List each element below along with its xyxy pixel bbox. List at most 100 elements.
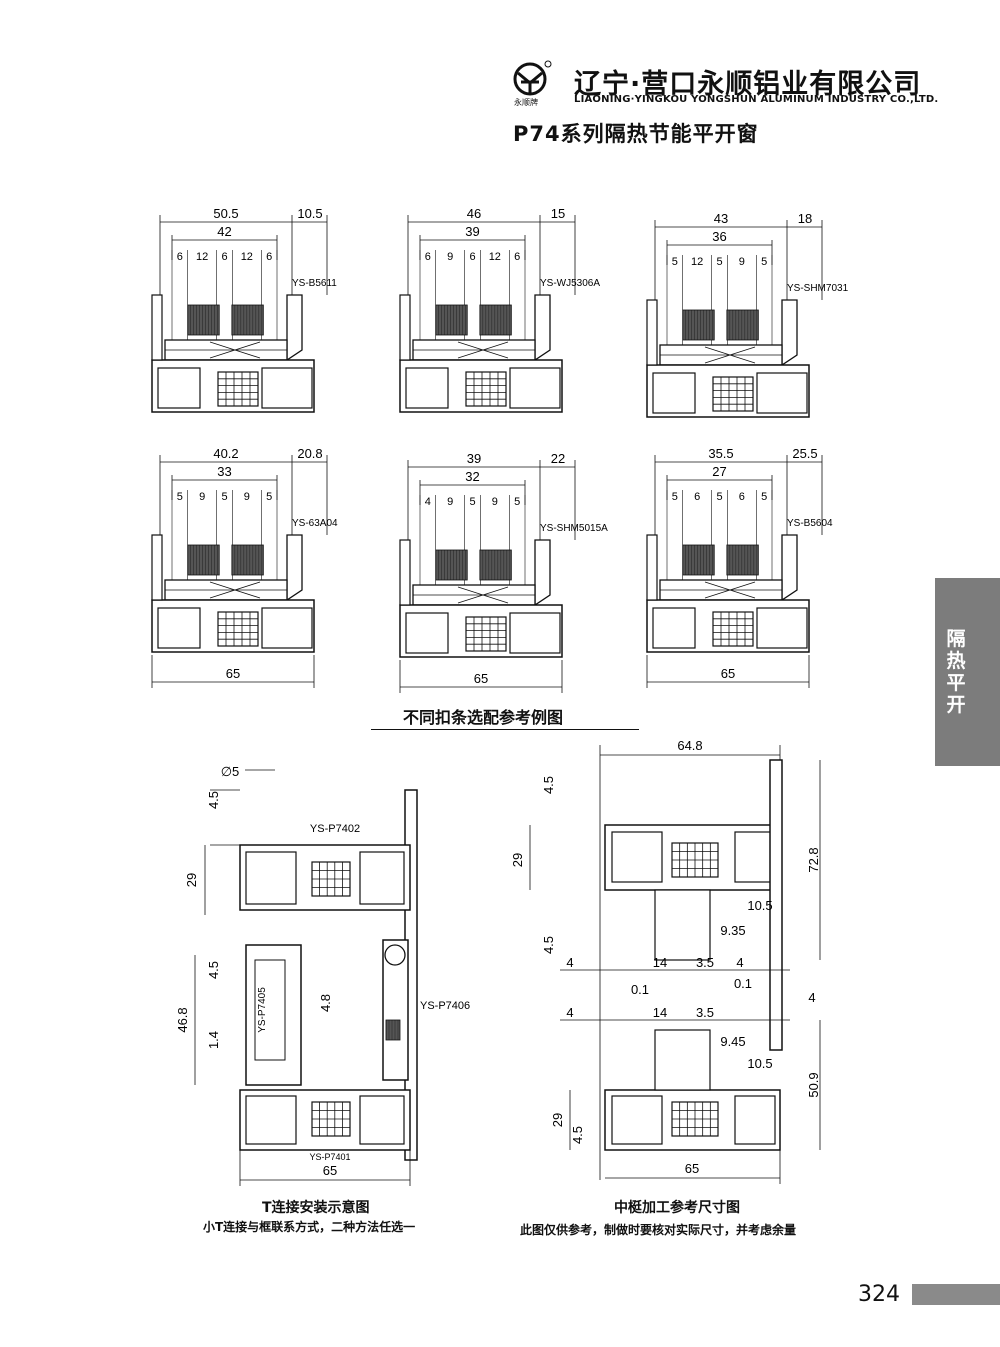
dim-9-45: 9.45 bbox=[720, 1034, 745, 1049]
gasket-cross bbox=[704, 581, 756, 599]
dim-inner: 33 bbox=[217, 464, 231, 479]
chamber bbox=[359, 851, 405, 905]
dim-glass-3: 6 bbox=[221, 251, 227, 263]
bead-code: YS-SHM5015A bbox=[540, 523, 608, 534]
sealant-hatch bbox=[726, 309, 759, 341]
dim-10-5-a: 10.5 bbox=[747, 898, 772, 913]
bead-code: YS-B5604 bbox=[787, 518, 833, 529]
dim-glass-4: 9 bbox=[244, 491, 250, 503]
dim-4-5-a: 4.5 bbox=[541, 776, 556, 794]
dim-glass-4: 12 bbox=[241, 251, 253, 263]
dim-glass-1: 4 bbox=[425, 496, 431, 508]
glazing-bead bbox=[781, 534, 798, 602]
company-name-cn: 辽宁·营口永顺铝业有限公司 bbox=[574, 69, 922, 100]
sealant-strip bbox=[187, 304, 220, 336]
series-title: P74系列隔热节能平开窗 bbox=[513, 122, 759, 146]
frame-lip bbox=[399, 294, 411, 361]
thermal-insulation-grid bbox=[712, 611, 754, 647]
thermal-insulation-grid bbox=[465, 371, 507, 407]
frame-chamber-right bbox=[756, 372, 808, 414]
dim-side: 10.5 bbox=[297, 206, 322, 221]
t-connection-note: 小T连接与框联系方式，二种方法任选一 bbox=[203, 1220, 416, 1234]
glazing-bead bbox=[286, 294, 303, 362]
dim-inner: 42 bbox=[217, 224, 231, 239]
dim-0-1-a: 0.1 bbox=[631, 982, 649, 997]
sealant-strip bbox=[435, 304, 468, 336]
sealant-hatch bbox=[479, 304, 512, 336]
dim-46-8: 46.8 bbox=[175, 1007, 190, 1032]
dim-glass-3: 6 bbox=[469, 251, 475, 263]
dim-frame-width: 65 bbox=[721, 666, 735, 681]
dim-glass-2: 12 bbox=[196, 251, 208, 263]
sealant-hatch bbox=[435, 304, 468, 336]
frame-chamber-left bbox=[652, 372, 696, 414]
dim-4-5-mid: 4.5 bbox=[206, 961, 221, 979]
t-connection-caption: T连接安装示意图 bbox=[262, 1200, 370, 1216]
gasket-cross bbox=[209, 341, 261, 359]
vertical-jamb bbox=[769, 759, 783, 1051]
sealant-strip bbox=[435, 549, 468, 581]
frame-chamber-left bbox=[405, 367, 449, 409]
dim-overall: 43 bbox=[714, 211, 728, 226]
dim-4-c: 4 bbox=[808, 990, 815, 1005]
mullion-neck bbox=[654, 1029, 711, 1091]
frame-chamber-right bbox=[756, 607, 808, 649]
dim-glass-2: 12 bbox=[691, 256, 703, 268]
company-name-en: LIAONING·YINGKOU YONGSHUN ALUMINUM INDUS… bbox=[574, 94, 939, 105]
dim-4-d: 4 bbox=[566, 1005, 573, 1020]
dim-4-5-top: 4.5 bbox=[206, 791, 221, 809]
thermal-insulation-grid bbox=[217, 611, 259, 647]
screw-head bbox=[384, 944, 406, 966]
code-left: YS-P7405 bbox=[257, 987, 268, 1033]
frame-chamber-left bbox=[157, 367, 201, 409]
gasket-cross bbox=[704, 346, 756, 364]
logo-subtitle: 永顺牌 bbox=[514, 98, 538, 107]
sealant-hatch bbox=[231, 544, 264, 576]
code-top: YS-P7402 bbox=[310, 823, 360, 835]
dim-50-9: 50.9 bbox=[806, 1072, 821, 1097]
sealant-hatch bbox=[187, 304, 220, 336]
dim-3-5-a: 3.5 bbox=[696, 955, 714, 970]
glazing-bead bbox=[534, 539, 551, 607]
gasket-cross bbox=[209, 581, 261, 599]
thermal-insulation-grid bbox=[712, 376, 754, 412]
dim-glass-3: 5 bbox=[716, 256, 722, 268]
dim-glass-4: 6 bbox=[739, 491, 745, 503]
thermal-insulation-grid bbox=[311, 1101, 351, 1137]
thermal-insulation-grid bbox=[465, 616, 507, 652]
insulation-block bbox=[712, 376, 754, 412]
dim-glass-3: 5 bbox=[221, 491, 227, 503]
glazing-bead bbox=[781, 299, 798, 367]
code-bottom: YS-P7401 bbox=[309, 1152, 350, 1162]
bead-code: YS-63A04 bbox=[292, 518, 338, 529]
dim-glass-5: 5 bbox=[266, 491, 272, 503]
dim-glass-5: 5 bbox=[514, 496, 520, 508]
side-tab-label: 隔热平开 bbox=[946, 628, 966, 716]
dim-29-b: 29 bbox=[550, 1113, 565, 1127]
dim-glass-3: 5 bbox=[716, 491, 722, 503]
dim-glass-4: 9 bbox=[739, 256, 745, 268]
chamber bbox=[611, 831, 663, 883]
dim-glass-4: 9 bbox=[492, 496, 498, 508]
dim-inner: 27 bbox=[712, 464, 726, 479]
sealant-strip bbox=[187, 544, 220, 576]
chamber bbox=[611, 1095, 663, 1145]
dim-glass-1: 6 bbox=[177, 251, 183, 263]
glazing-bead bbox=[534, 294, 551, 362]
sealant-hatch bbox=[435, 549, 468, 581]
insulation-block bbox=[465, 371, 507, 407]
frame-chamber-right bbox=[509, 612, 561, 654]
sections-caption-underline bbox=[371, 729, 639, 730]
dim-d5: ∅5 bbox=[221, 764, 240, 779]
sealant-strip bbox=[231, 304, 264, 336]
dim-side: 20.8 bbox=[297, 446, 322, 461]
sealant-strip bbox=[231, 544, 264, 576]
frame-chamber-left bbox=[405, 612, 449, 654]
gasket-cross bbox=[457, 341, 509, 359]
